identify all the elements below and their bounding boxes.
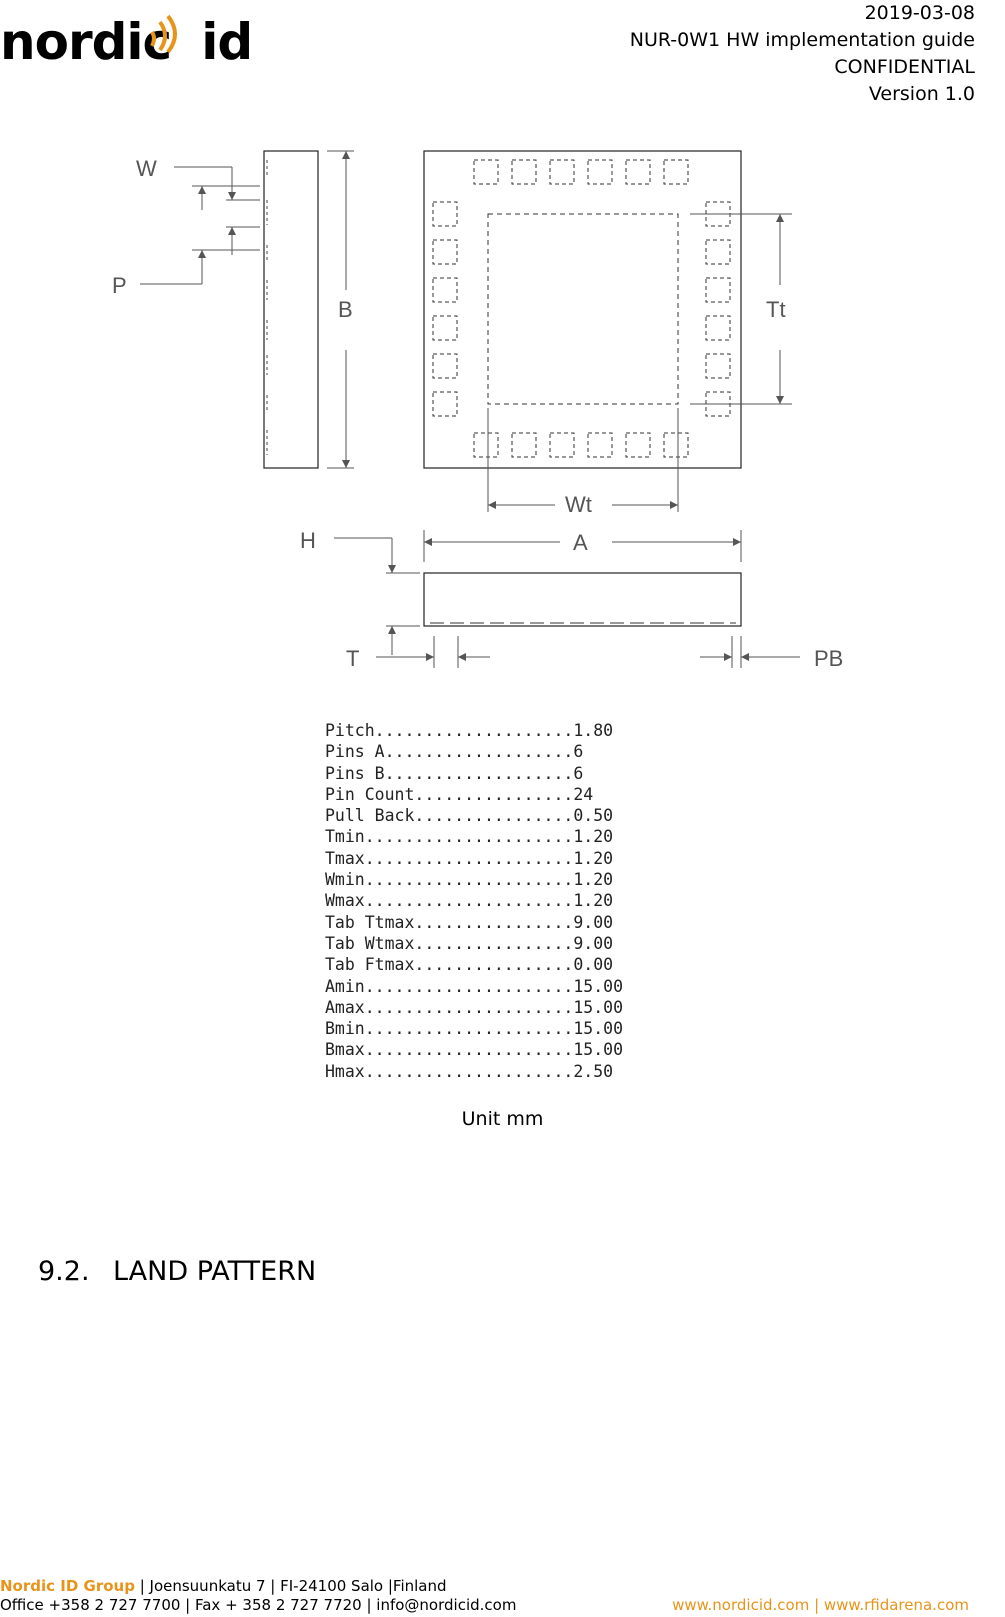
footer-brand: Nordic ID Group (0, 1577, 135, 1595)
label-t: T (346, 646, 359, 671)
header-doc-title: NUR-0W1 HW implementation guide (629, 29, 975, 51)
spec-row: Hmax.....................2.50 (325, 1061, 614, 1081)
label-tt: Tt (766, 297, 786, 322)
spec-row: Amin.....................15.00 (325, 976, 624, 996)
unit-caption: Unit mm (461, 1108, 544, 1130)
package-dimension-drawing: W P B Tt Wt H A T PB (112, 150, 843, 671)
spec-row: Tab Wtmax................9.00 (325, 933, 614, 953)
spec-row: Pins A...................6 (325, 742, 584, 762)
spec-row: Tab Ttmax................9.00 (325, 912, 614, 932)
spec-row: Tmax.....................1.20 (325, 848, 614, 868)
nordic-id-logo: nordic id (0, 10, 260, 74)
spec-row: Pitch....................1.80 (325, 721, 614, 740)
front-view-body (423, 572, 742, 627)
section-heading: 9.2. LAND PATTERN (38, 1256, 316, 1287)
header-date: 2019-03-08 (864, 2, 975, 24)
page-footer: Nordic ID Group | Joensuunkatu 7 | FI-24… (0, 1577, 516, 1615)
document-header: 2019-03-08 NUR-0W1 HW implementation gui… (630, 0, 975, 108)
dimension-spec-list: Pitch....................1.80 Pins A....… (325, 720, 623, 1082)
logo-wordmark: nordic id (0, 10, 253, 74)
spec-row: Tab Ftmax................0.00 (325, 955, 614, 975)
header-classification: CONFIDENTIAL (834, 56, 975, 78)
section-title: LAND PATTERN (113, 1256, 317, 1287)
label-w: W (136, 156, 157, 181)
label-b: B (338, 297, 353, 322)
side-view-body (263, 150, 319, 469)
thermal-pad-outline (487, 213, 679, 405)
spec-row: Wmin.....................1.20 (325, 870, 614, 890)
spec-row: Pins B...................6 (325, 763, 584, 783)
logo-text-nordic: nordic (0, 13, 172, 71)
spec-row: Bmin.....................15.00 (325, 1019, 624, 1039)
spec-row: Tmin.....................1.20 (325, 827, 614, 847)
signal-waves-icon (150, 14, 177, 54)
spec-row: Pin Count................24 (325, 784, 594, 804)
label-p: P (112, 273, 127, 298)
label-wt: Wt (565, 492, 592, 517)
logo-text-id: id (201, 13, 253, 71)
section-number: 9.2. (38, 1256, 90, 1287)
footer-address: | Joensuunkatu 7 | FI-24100 Salo |Finlan… (134, 1577, 447, 1595)
top-view-pads (432, 159, 731, 458)
label-pb: PB (814, 646, 843, 671)
spec-row: Bmax.....................15.00 (325, 1040, 624, 1060)
top-view-body (423, 150, 742, 469)
label-h: H (300, 528, 316, 553)
footer-contact: Office +358 2 727 7700 | Fax + 358 2 727… (0, 1596, 517, 1614)
header-version: Version 1.0 (868, 83, 975, 105)
spec-row: Wmax.....................1.20 (325, 891, 614, 911)
label-a: A (573, 530, 588, 555)
spec-row: Amax.....................15.00 (325, 997, 624, 1017)
footer-links[interactable]: www.nordicid.com | www.rfidarena.com (672, 1596, 969, 1614)
spec-row: Pull Back................0.50 (325, 806, 614, 826)
